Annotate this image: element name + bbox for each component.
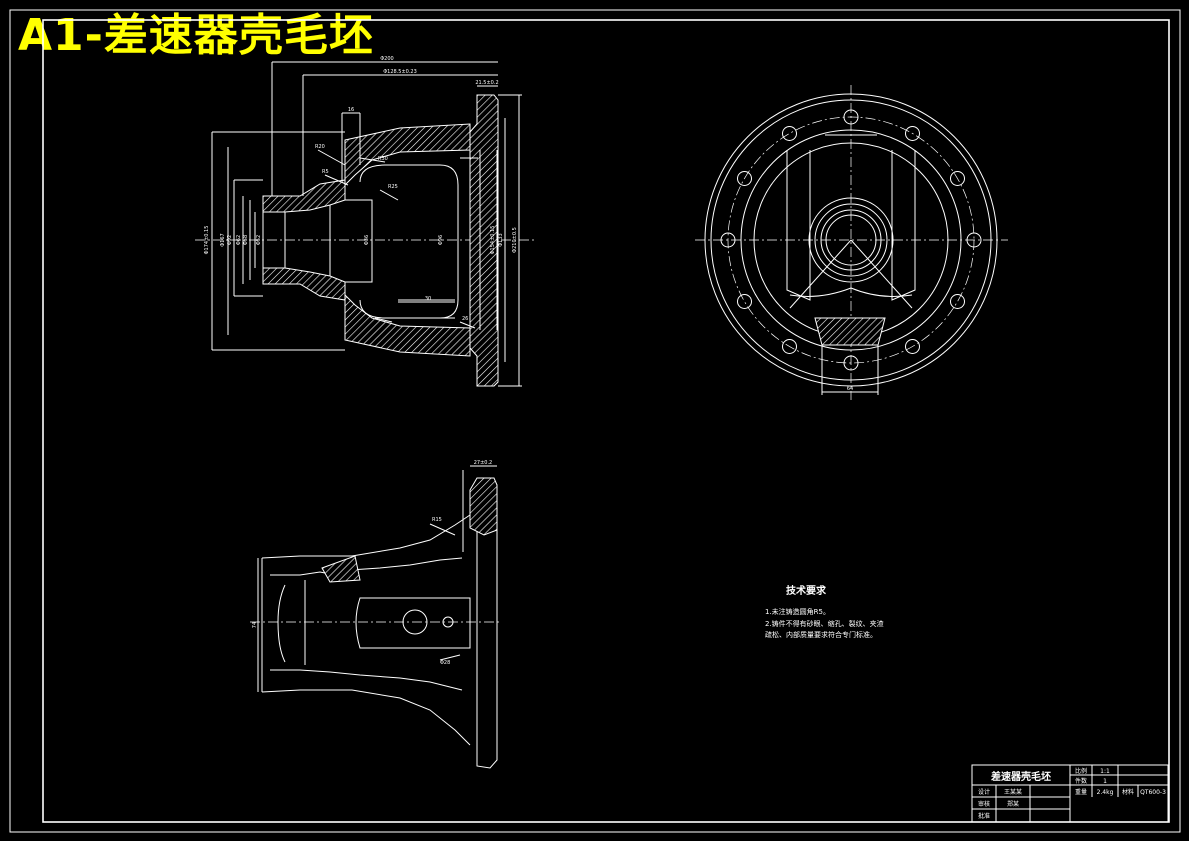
inner-frame	[42, 19, 1170, 823]
dim-d92: Φ92	[227, 235, 233, 245]
outer-frame	[9, 9, 1181, 833]
checker-value: 郑某	[1007, 800, 1019, 808]
dim-r25: R25	[388, 184, 398, 190]
checker-label: 审核	[978, 800, 990, 808]
dim-d174: Φ174±0.15	[204, 226, 210, 255]
tech-req-line-3: 疏松、内部质量要求符合专门标准。	[765, 630, 877, 639]
weight-value: 2.4kg	[1097, 789, 1114, 796]
dim-d133: Φ133	[498, 233, 504, 246]
tech-req-title: 技术要求	[786, 584, 827, 597]
dim-d52: Φ52	[256, 235, 262, 245]
title-block: 差速器壳毛坯 比例 1:1 件数 1 重量 2.4kg 材料 QT600-3 设…	[971, 764, 1169, 823]
end-view: 64	[695, 85, 1008, 400]
tech-requirements: 技术要求 1.未注铸造圆角R5。 2.铸件不得有砂眼、缩孔、裂纹、夹渣 疏松、内…	[765, 584, 884, 639]
dim-top-inner: Φ128.5±0.23	[383, 69, 417, 75]
dim-d28: Φ28	[440, 660, 450, 666]
designer-value: 王某某	[1004, 789, 1022, 796]
dim-w16: 16	[348, 107, 354, 113]
tech-req-line-2: 2.铸件不得有砂眼、缩孔、裂纹、夹渣	[765, 619, 884, 628]
side-view: 74 27±0.2 R15 Φ28	[250, 460, 500, 769]
dim-d154: Φ154±0.15	[490, 226, 496, 255]
dim-r20: R20	[315, 144, 325, 150]
qty-label: 件数	[1075, 777, 1087, 785]
part-name: 差速器壳毛坯	[991, 770, 1051, 783]
dim-r15: R15	[432, 517, 442, 523]
material-label: 材料	[1122, 788, 1134, 796]
qty-value: 1	[1103, 778, 1107, 785]
dim-flange-thk: 21.5±0.2	[475, 80, 498, 86]
overlay-title: A1-差速器壳毛坯	[18, 10, 374, 61]
scale-value: 1:1	[1100, 768, 1110, 775]
dim-d210: Φ210±0.5	[512, 227, 518, 253]
dim-w30: 30	[425, 296, 431, 302]
dim-64: 64	[847, 386, 853, 392]
section-view: Φ200 Φ128.5±0.23 21.5±0.2 16 R20 R5 R30 …	[195, 56, 535, 387]
scale-label: 比例	[1075, 767, 1087, 775]
dim-d167: Φ167	[220, 233, 226, 246]
dim-t27: 27±0.2	[474, 460, 493, 466]
dim-top-outer: Φ200	[380, 56, 393, 62]
dim-r30: R30	[378, 156, 388, 162]
weight-label: 重量	[1075, 788, 1087, 796]
material-value: QT600-3	[1140, 789, 1166, 796]
tech-req-line-1: 1.未注铸造圆角R5。	[765, 607, 830, 616]
dim-74: 74	[252, 622, 258, 628]
dim-d36: Φ36	[364, 235, 370, 245]
dim-d96: Φ96	[438, 235, 444, 245]
approve-label: 批准	[978, 812, 990, 820]
dim-d58: Φ58	[243, 235, 249, 245]
dim-r5: R5	[322, 169, 329, 175]
dim-d62: Φ62	[236, 235, 242, 245]
designer-label: 设计	[978, 788, 990, 796]
dim-w26: 26	[462, 316, 468, 322]
